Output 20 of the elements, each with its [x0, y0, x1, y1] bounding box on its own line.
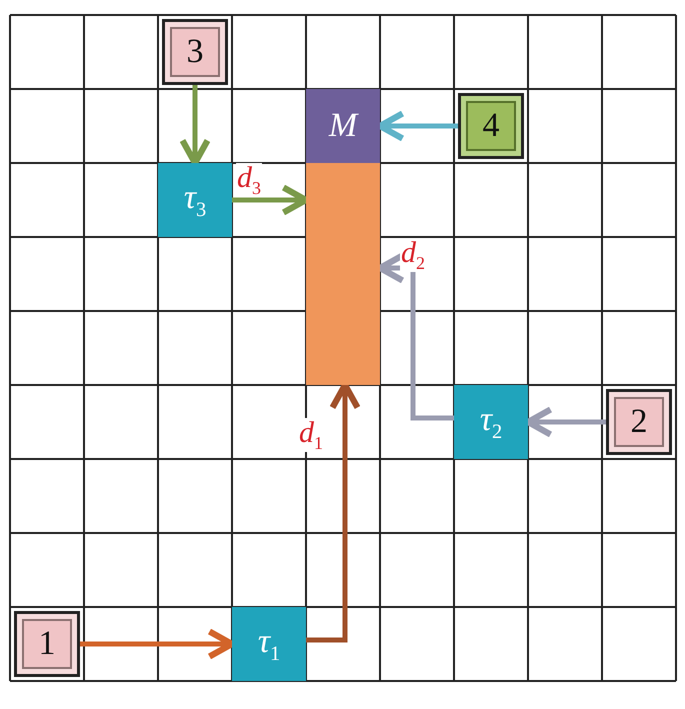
cell-block: [454, 385, 528, 459]
number-box: [458, 93, 524, 159]
number-box: [14, 611, 80, 677]
number-label: 3: [186, 33, 204, 71]
number-box: [162, 19, 228, 85]
cell-block: [158, 163, 232, 237]
number-label: 4: [482, 107, 500, 145]
edge-label: d$_{2}$: [400, 238, 426, 272]
number-box: [606, 389, 672, 455]
cell-symbol: M: [328, 107, 358, 145]
cell-symbol: τ$_{1}$: [258, 622, 280, 666]
cell-symbol: τ$_{3}$: [184, 178, 206, 222]
cell-symbol: τ$_{2}$: [480, 400, 502, 444]
number-label: 1: [38, 625, 56, 663]
edge-label: d$_{1}$: [298, 418, 324, 452]
filled-block: [306, 163, 380, 385]
edge-label: d$_{3}$: [236, 163, 262, 197]
number-label: 2: [630, 403, 648, 441]
cell-block: [306, 89, 380, 163]
cell-block: [232, 607, 306, 681]
